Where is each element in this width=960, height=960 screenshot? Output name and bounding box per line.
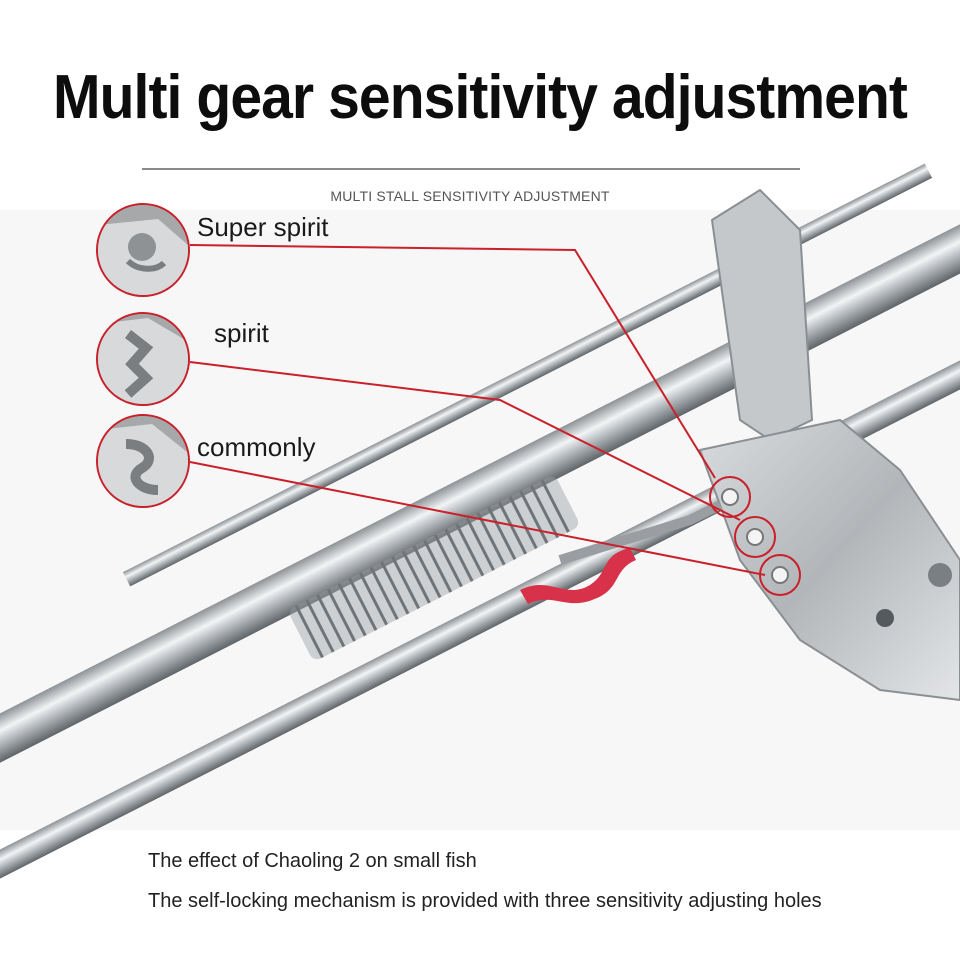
hole-super-spirit [709, 476, 751, 518]
trigger-plate [698, 418, 960, 702]
caption-2: The self-locking mechanism is provided w… [148, 890, 822, 912]
spring [290, 476, 579, 660]
hole-spirit [734, 516, 776, 558]
super-spirit-label: Super spirit [197, 212, 329, 242]
title-divider [142, 168, 800, 170]
subheading: MULTI STALL SENSITIVITY ADJUSTMENT [330, 188, 610, 204]
spirit-slot-icon [96, 312, 190, 406]
caption-1: The effect of Chaoling 2 on small fish [148, 850, 477, 872]
bracket-clip [710, 188, 814, 442]
red-trigger [520, 548, 636, 604]
page-title: Multi gear sensitivity adjustment [53, 63, 908, 132]
trigger-line [558, 500, 723, 565]
commonly-slot-icon [96, 414, 190, 508]
callout-lines [189, 244, 766, 576]
super-spirit-slot-icon [96, 203, 190, 297]
spirit-label: spirit [214, 318, 269, 348]
commonly-label: commonly [197, 432, 316, 462]
